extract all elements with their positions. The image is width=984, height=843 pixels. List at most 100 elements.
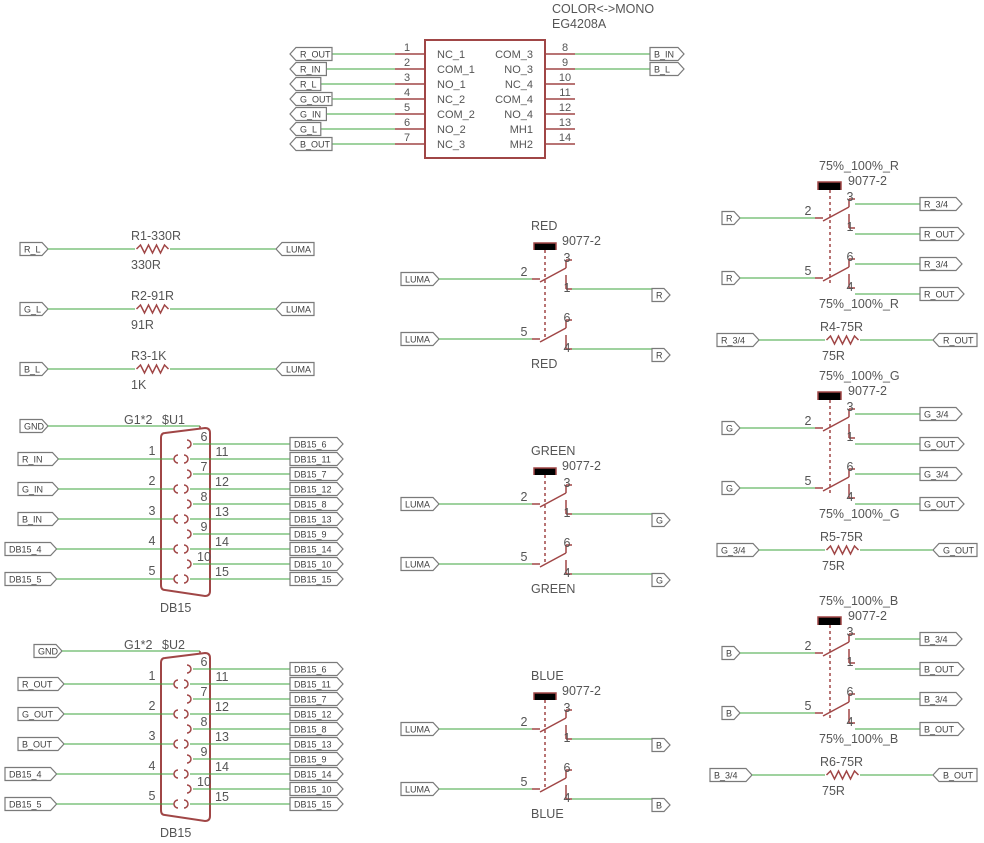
net-label: G_L xyxy=(300,125,317,135)
net-label: G xyxy=(656,576,663,586)
switch-lever xyxy=(539,552,567,568)
net-label-shape xyxy=(649,46,685,62)
net-label: G_OUT xyxy=(22,710,54,720)
connector-pin-number: 13 xyxy=(215,730,229,744)
net-label: DB15_13 xyxy=(294,740,332,750)
net-label: DB15_7 xyxy=(294,470,327,480)
connector-contact xyxy=(173,799,179,809)
net-label: G xyxy=(726,484,733,494)
net-label: DB15_9 xyxy=(294,755,327,765)
resistor-name: R2-91R xyxy=(131,289,174,303)
switch-pin-number: 5 xyxy=(521,775,528,789)
ic-pin-name: MH1 xyxy=(510,124,533,136)
net-label: G_3/4 xyxy=(721,546,746,556)
switch-lever xyxy=(822,476,850,492)
net-label: B_IN xyxy=(654,50,674,60)
net-label-shape xyxy=(721,480,741,496)
net-label-shape xyxy=(651,737,671,753)
net-label: B_L xyxy=(24,365,40,375)
switch-part: 9077-2 xyxy=(848,384,887,398)
net-label: G_IN xyxy=(22,485,43,495)
switch-pin-number: 5 xyxy=(805,264,812,278)
net-label-shape xyxy=(289,91,333,107)
net-label: G_OUT xyxy=(300,95,332,105)
switch-pin-number: 4 xyxy=(847,490,854,504)
net-label-shape xyxy=(932,542,978,558)
net-label: LUMA xyxy=(286,245,311,255)
net-label-shape xyxy=(919,286,965,302)
net-label: DB15_5 xyxy=(9,575,42,585)
switch-name: GREEN xyxy=(531,444,575,458)
connector-pin-number: 3 xyxy=(149,729,156,743)
net-label-shape xyxy=(289,751,344,767)
ic-pin-number: 10 xyxy=(559,72,571,84)
connector-pin-number: 5 xyxy=(149,789,156,803)
net-label-shape xyxy=(919,256,963,272)
resistor-name: R1-330R xyxy=(131,229,181,243)
ic-pin-name: NC_1 xyxy=(437,49,465,61)
switch-75--100--b: 75%_100%_B9077-2B231B_3/4B_OUTB564B_3/4B… xyxy=(709,594,978,798)
switch-name-bottom: 75%_100%_R xyxy=(819,297,899,311)
net-label-shape xyxy=(919,721,965,737)
net-label-shape xyxy=(17,511,60,527)
net-label-shape xyxy=(400,271,440,287)
connector-contact xyxy=(173,544,179,554)
net-label: G_OUT xyxy=(943,546,975,556)
ic-pin-name: NO_1 xyxy=(437,79,466,91)
switch-pin-number: 5 xyxy=(805,474,812,488)
net-label-shape xyxy=(19,241,49,257)
net-label: DB15_10 xyxy=(294,785,332,795)
net-label-shape xyxy=(919,496,965,512)
ic-pin-number: 12 xyxy=(559,102,571,114)
connector-pin-number: 15 xyxy=(215,565,229,579)
connector-pin-number: 2 xyxy=(149,474,156,488)
net-label-shape xyxy=(651,287,671,303)
net-label: B_OUT xyxy=(924,665,955,675)
net-label: R_OUT xyxy=(924,230,955,240)
net-label: LUMA xyxy=(286,305,311,315)
switch-pin-number: 3 xyxy=(847,625,854,639)
switch-lever xyxy=(539,777,567,793)
ic-pin-number: 9 xyxy=(562,57,568,69)
net-label-shape xyxy=(919,406,963,422)
switch-pin-number: 6 xyxy=(564,311,571,325)
net-label: B xyxy=(726,709,732,719)
net-label-shape xyxy=(919,661,965,677)
net-label: R_3/4 xyxy=(924,200,948,210)
connector-contact xyxy=(183,544,189,554)
net-label: DB15_12 xyxy=(294,485,332,495)
connector-contact xyxy=(173,709,179,719)
net-label: LUMA xyxy=(405,275,430,285)
net-label-shape xyxy=(4,571,58,587)
switch-pin-number: 3 xyxy=(847,190,854,204)
net-label-shape xyxy=(919,436,965,452)
resistor-symbol xyxy=(825,334,860,346)
net-label-shape xyxy=(289,706,344,722)
net-label: B xyxy=(656,741,662,751)
net-label-shape xyxy=(919,691,963,707)
connector-g-label: G1*2 xyxy=(124,413,153,427)
connector-pin-number: 6 xyxy=(201,655,208,669)
switch-pin-number: 4 xyxy=(564,341,571,355)
resistor-value: 75R xyxy=(822,349,845,363)
net-label-shape xyxy=(721,705,741,721)
resistor-symbol xyxy=(825,544,860,556)
net-label: LUMA xyxy=(286,365,311,375)
net-label: DB15_8 xyxy=(294,725,327,735)
resistor-symbol xyxy=(135,303,170,315)
switch-75--100--g: 75%_100%_G9077-2G231G_3/4G_OUTG564G_3/4G… xyxy=(716,369,978,573)
ic-title: COLOR<->MONO xyxy=(552,2,654,16)
net-label: LUMA xyxy=(405,785,430,795)
net-label-shape xyxy=(289,511,344,527)
ic-pin-number: 7 xyxy=(404,132,410,144)
ic-pin-name: MH2 xyxy=(510,139,533,151)
net-label: G_L xyxy=(24,305,41,315)
net-label: DB15_4 xyxy=(9,545,42,555)
net-label-shape xyxy=(919,226,965,242)
switch-lever xyxy=(539,327,567,343)
connector-pin-number: 14 xyxy=(215,760,229,774)
net-label: DB15_7 xyxy=(294,695,327,705)
switch-lever xyxy=(822,641,850,657)
